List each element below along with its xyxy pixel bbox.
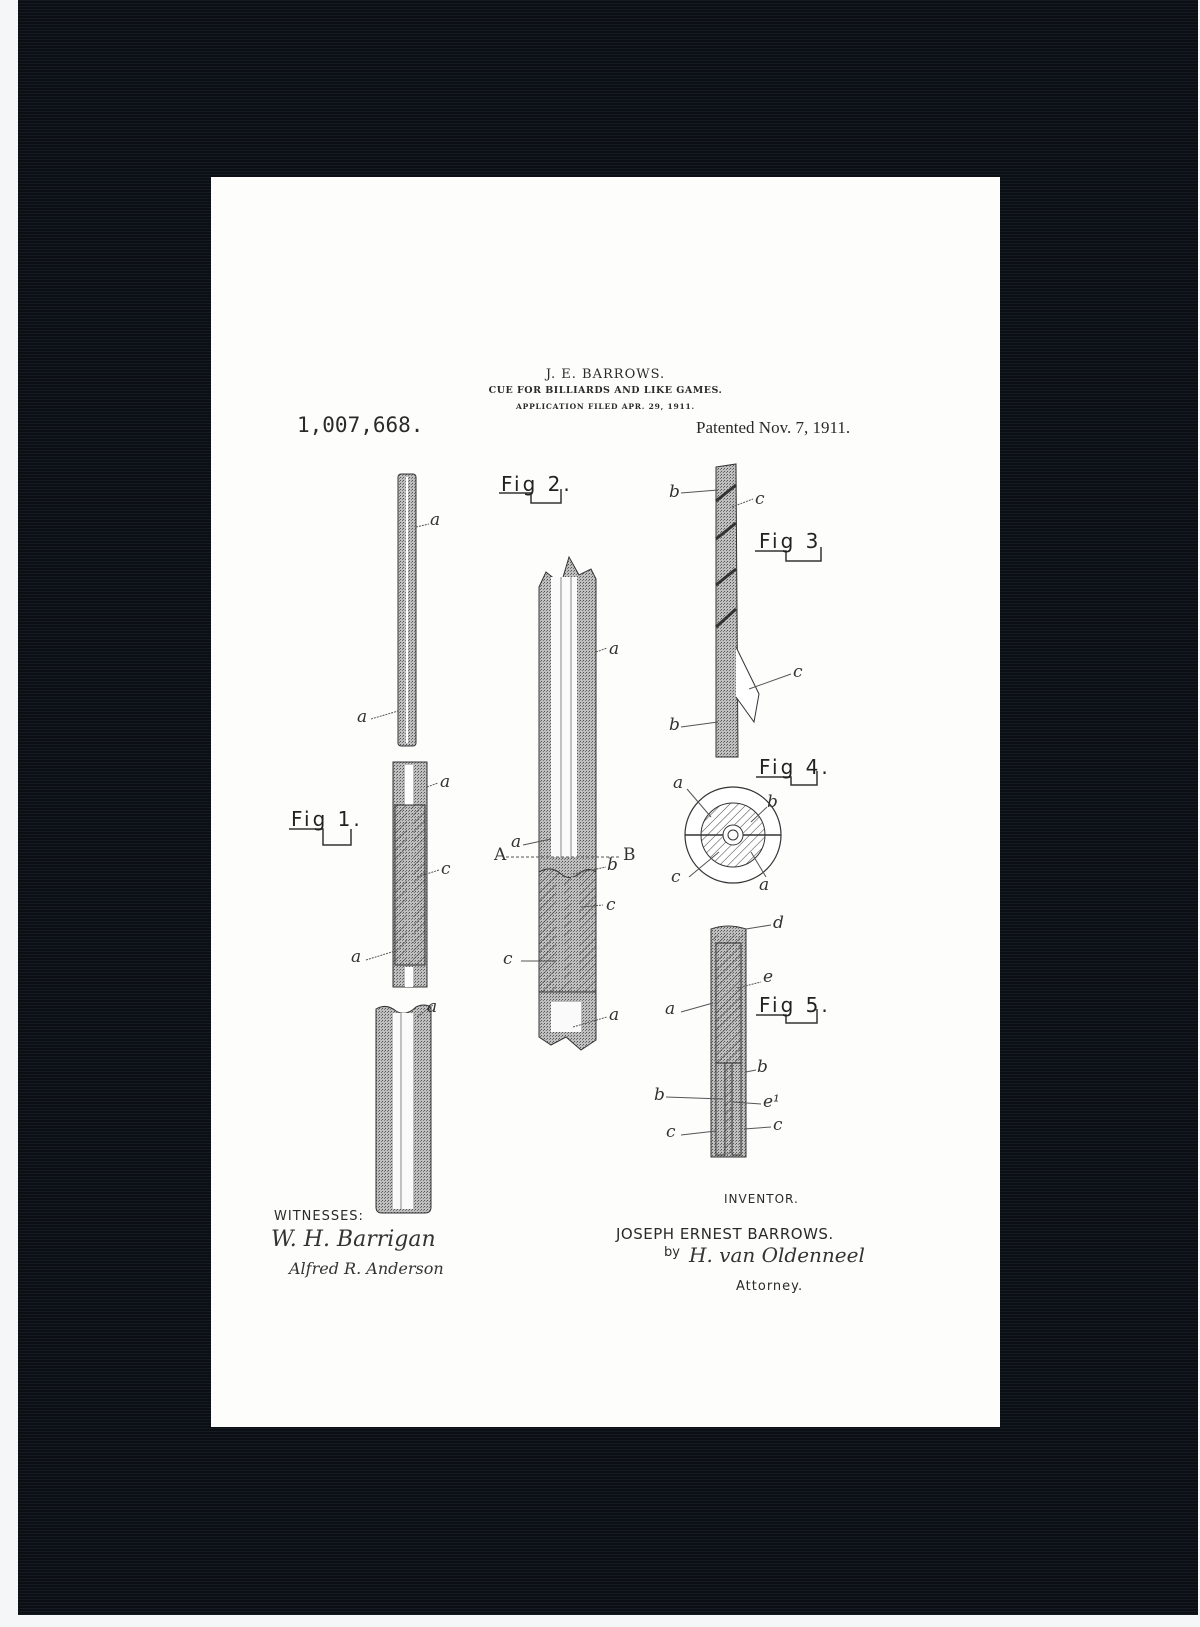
fig4-part-c: c: [671, 867, 681, 887]
fig1-label: Fig 1.: [291, 807, 363, 831]
fig1-part-c: c: [441, 859, 451, 879]
fig3-wrapped-rod: [680, 463, 792, 758]
witnesses-label: WITNESSES:: [274, 1209, 364, 1224]
fig5-label: Fig 5.: [759, 993, 831, 1017]
patent-title: CUE FOR BILLIARDS AND LIKE GAMES.: [488, 385, 723, 396]
fig2-part-a: a: [609, 1005, 620, 1025]
fig4-part-b: b: [767, 792, 778, 812]
by-label: by: [664, 1245, 680, 1260]
fig1-upper-rod: [370, 473, 430, 747]
inventor-label: INVENTOR.: [724, 1192, 799, 1206]
fig5-part-e: e: [763, 967, 774, 987]
attorney-label: Attorney.: [736, 1279, 804, 1294]
fig4-cross-section: [684, 786, 782, 884]
fig3-part-b: b: [669, 715, 680, 735]
fig1-part-a: a: [440, 772, 451, 792]
fig5-part-e1: e¹: [763, 1092, 780, 1112]
fig5-part-c: c: [666, 1122, 676, 1142]
fig5-part-d: d: [773, 913, 784, 933]
fig5-part-b: b: [757, 1057, 768, 1077]
fig4-part-a: a: [673, 773, 684, 793]
fig-label-decorations: [289, 489, 822, 1024]
fig1-part-a: a: [357, 707, 368, 727]
fig2-part-a: a: [511, 832, 522, 852]
fig1-part-a: a: [427, 997, 438, 1017]
fig2-part-b: b: [607, 855, 618, 875]
fig5-part-a: a: [665, 999, 676, 1019]
fig3-part-c: c: [793, 662, 803, 682]
fig4-label: Fig 4.: [759, 755, 831, 779]
fig1-middle-section: [365, 761, 440, 988]
patent-drawings: [289, 463, 822, 1214]
patent-number: 1,007,668.: [297, 413, 424, 437]
fig2-part-c: c: [606, 895, 616, 915]
fig4-part-a: a: [759, 875, 770, 895]
witness-signature-1: W. H. Barrigan: [271, 1227, 436, 1252]
inventor-short-name: J. E. BARROWS.: [545, 367, 666, 382]
fig3-part-b: b: [669, 482, 680, 502]
fig1-lower-butt: [375, 1004, 434, 1214]
fig2-cue-section: [506, 555, 621, 1051]
fig1-part-a: a: [351, 947, 362, 967]
fig5-part-b: b: [654, 1085, 665, 1105]
fig1-part-a: a: [430, 510, 441, 530]
fig2-section-B: B: [623, 845, 636, 865]
patent-print: J. E. BARROWS. CUE FOR BILLIARDS AND LIK…: [211, 177, 1000, 1427]
fig5-part-c: c: [773, 1115, 783, 1135]
fig3-label: Fig 3: [759, 529, 822, 553]
inventor-name: JOSEPH ERNEST BARROWS.: [616, 1225, 834, 1243]
fig2-section-A: A: [494, 845, 507, 865]
application-filed: APPLICATION FILED APR. 29, 1911.: [516, 402, 695, 411]
fig2-part-a: a: [609, 639, 620, 659]
fig5-tip-section: [665, 924, 772, 1158]
attorney-signature: H. van Oldenneel: [689, 1243, 865, 1267]
witness-signature-2: Alfred R. Anderson: [289, 1259, 444, 1278]
fig2-label: Fig 2.: [501, 472, 573, 496]
fig3-part-c: c: [755, 489, 765, 509]
patent-date: Patented Nov. 7, 1911.: [696, 418, 851, 437]
fig2-part-c: c: [503, 949, 513, 969]
